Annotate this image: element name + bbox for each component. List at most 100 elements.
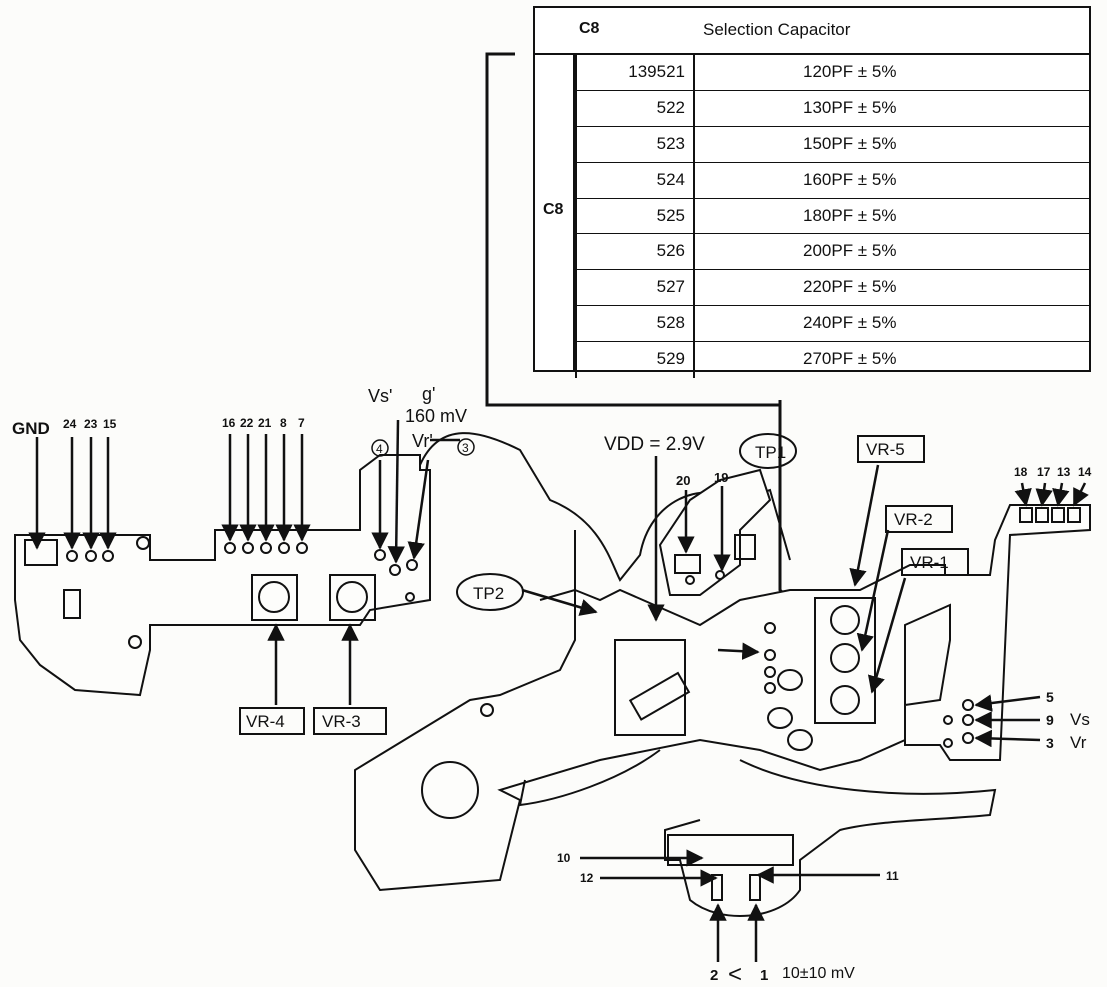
crystal <box>628 671 691 721</box>
bottom-connector <box>667 834 794 866</box>
row-value: 200PF ± 5% <box>803 241 897 261</box>
pad-23 <box>85 550 97 562</box>
vdd-label: VDD = 2.9V <box>604 434 705 455</box>
pin-10-label: 10 <box>557 851 571 865</box>
left-pcb-board <box>14 454 431 697</box>
pin-14-arrow <box>1072 482 1089 507</box>
pin-5-label: 5 <box>1046 689 1054 705</box>
row-code: 526 <box>575 234 695 270</box>
table-side-symbol: C8 <box>543 201 564 218</box>
gnd-label: GND <box>12 419 50 438</box>
vr-5-label: VR-5 <box>866 440 905 459</box>
vr-1-arrow <box>867 577 907 694</box>
pad-8 <box>278 542 290 554</box>
pad-15 <box>102 550 114 562</box>
row-value: 120PF ± 5% <box>803 62 897 81</box>
pin-5-arrow <box>974 694 1041 712</box>
pin-24-label: 24 <box>63 417 77 431</box>
vr-4-knob <box>258 581 290 613</box>
row-value: 130PF ± 5% <box>803 97 897 117</box>
row-code: 139521 <box>575 55 695 90</box>
chip <box>674 554 701 574</box>
mv-160-label: 160 mV <box>405 406 467 426</box>
pad-4 <box>374 549 386 561</box>
pin-18-arrow <box>1014 482 1032 507</box>
pad-14 <box>1067 507 1081 523</box>
tp1-oval <box>739 433 797 469</box>
pad-3b <box>962 732 974 744</box>
vr-2-arrow <box>856 529 890 652</box>
pad-13 <box>1051 507 1065 523</box>
pad <box>943 738 953 748</box>
vs-prime-label: Vs' <box>368 386 392 406</box>
pad-7 <box>296 542 308 554</box>
pad-5 <box>962 699 974 711</box>
vr-4-trimmer <box>251 574 298 621</box>
mount-hole <box>480 703 494 717</box>
vr-2-box <box>885 505 953 533</box>
tp1-label: TP1 <box>755 443 786 462</box>
pin-14-label: 14 <box>1078 465 1092 479</box>
pin-7-label: 7 <box>298 416 305 430</box>
g-prime-label: g' <box>422 384 435 404</box>
vr-5-knob <box>830 605 860 635</box>
vr-3-knob <box>336 581 368 613</box>
pad-22 <box>242 542 254 554</box>
table-row: 525 180PF ± 5% <box>575 198 1089 235</box>
vr-3-box <box>313 707 387 735</box>
pin-23-label: 23 <box>84 417 98 431</box>
pin-1-label: 1 <box>760 967 768 984</box>
table-header-symbol: C8 <box>579 20 600 37</box>
component <box>734 534 756 560</box>
pin-9-label: 9 <box>1046 712 1054 728</box>
pad-g <box>389 564 401 576</box>
vr-prime-label: Vr' <box>412 431 433 451</box>
row-code: 525 <box>575 198 695 234</box>
pad-24 <box>66 550 78 562</box>
row-value: 240PF ± 5% <box>803 313 897 333</box>
tp-lead-arrow <box>717 642 760 660</box>
vs-label: Vs <box>1070 710 1090 729</box>
vr-label: Vr <box>1070 733 1087 752</box>
upper-pcb-board <box>658 468 772 596</box>
table-header-title: Selection Capacitor <box>703 20 851 39</box>
pin-18-label: 18 <box>1014 465 1028 479</box>
capacitor <box>767 707 793 729</box>
vr-1-knob <box>830 685 860 715</box>
vr-cluster <box>814 597 876 724</box>
pad-9 <box>962 714 974 726</box>
pin-4-circle <box>371 439 389 457</box>
vr-5-arrow <box>849 464 880 587</box>
pin-3-arrow <box>407 459 430 560</box>
vr-2-label: VR-2 <box>894 510 933 529</box>
mount-hole <box>405 592 415 602</box>
table-row: 526 200PF ± 5% <box>575 234 1089 271</box>
table-row: 139521 120PF ± 5% <box>575 55 1089 91</box>
pin-4-label: 4 <box>376 442 383 456</box>
pin-21-label: 21 <box>258 416 272 430</box>
tp2-label: TP2 <box>473 584 504 603</box>
pad-17 <box>1035 507 1049 523</box>
row-value: 160PF ± 5% <box>803 169 897 189</box>
row-value: 180PF ± 5% <box>803 205 897 225</box>
bottom-flex-circuit <box>518 749 997 917</box>
pad <box>764 622 776 634</box>
pin-13-arrow <box>1052 482 1070 507</box>
pad-18 <box>1019 507 1033 523</box>
pin-13-label: 13 <box>1057 465 1071 479</box>
vr-1-label: VR-1 <box>910 553 949 572</box>
pin-17-label: 17 <box>1037 465 1051 479</box>
pin-20-label: 20 <box>676 473 690 488</box>
pin-3-label: 3 <box>462 441 469 455</box>
row-code: 529 <box>575 342 695 379</box>
pin-3-circle <box>457 438 475 456</box>
pin-12-label: 12 <box>580 871 594 885</box>
vr-4-label: VR-4 <box>246 712 285 731</box>
